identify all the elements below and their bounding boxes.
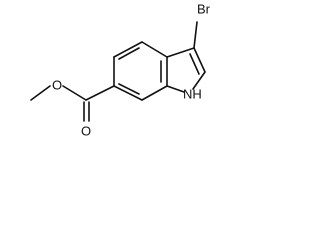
molecule-canvas: Br NH O O xyxy=(30,1,211,139)
molecule-structure: Br NH O O xyxy=(30,1,211,138)
bond-c3-c2 xyxy=(193,47,206,73)
bond-n1-c7a xyxy=(166,85,185,93)
ester-oxygen-double-label: O xyxy=(81,123,91,138)
bond-c5-c4 xyxy=(113,41,143,58)
bond-c7a-c7 xyxy=(141,85,168,101)
bond-c5-c4-double xyxy=(118,47,140,60)
bromine-label: Br xyxy=(197,1,211,16)
bond-c4-c3a xyxy=(141,41,168,58)
bond-carbonyl-c-o-single xyxy=(62,85,87,101)
bond-c3a-c3 xyxy=(166,47,195,58)
bond-o-methyl xyxy=(30,85,51,101)
bond-c6-carbonyl-c xyxy=(85,85,115,101)
bond-c3-br xyxy=(193,21,198,49)
bond-c3-c2-double xyxy=(189,53,200,75)
bond-c7-c6-double xyxy=(118,83,140,95)
bond-c7-c6 xyxy=(113,85,143,101)
indole-nh-label: NH xyxy=(183,86,202,101)
bond-c2-n1 xyxy=(192,71,206,90)
ester-oxygen-single-label: O xyxy=(52,77,62,92)
